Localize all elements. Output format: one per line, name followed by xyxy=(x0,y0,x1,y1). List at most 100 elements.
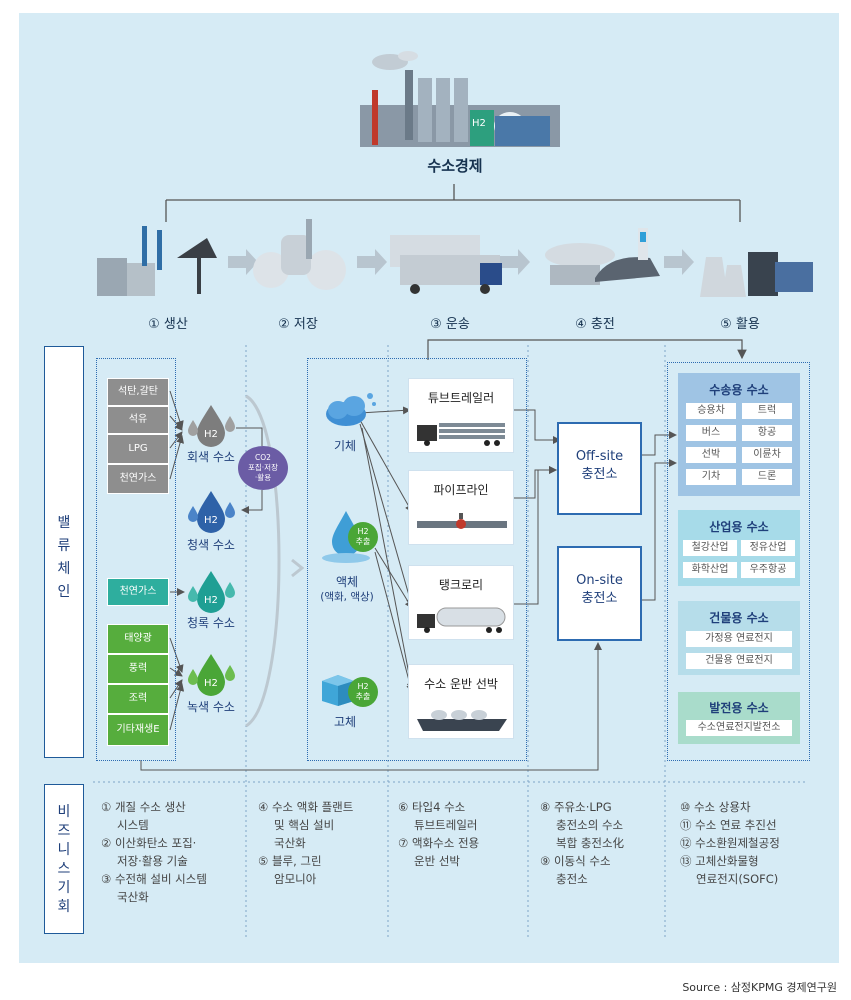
blue-drop-h2-text: H2 xyxy=(204,515,218,526)
tube-trailer-title: 튜브트레일러 xyxy=(427,391,495,405)
biz-item: ⑨ 이동식 수소 xyxy=(540,854,611,868)
use-power-title: 발전용 수소 xyxy=(709,701,769,715)
tank-lorry-icon xyxy=(417,607,506,633)
biz-item: 시스템 xyxy=(117,818,149,832)
state-liquid-sub-label: (액화, 액상) xyxy=(320,591,374,603)
transport-tank-lorry: 탱크로리 xyxy=(408,565,514,640)
source-natural-gas-gray: 천연가스 xyxy=(107,464,169,494)
liquid-extract-badge: H2 추출 xyxy=(348,522,378,552)
biz-item: ⑦ 액화수소 전용 xyxy=(398,836,480,850)
use-group-transport: 수송용 수소 승용차 트럭 버스 항공 선박 이륜차 기차 드론 xyxy=(678,373,800,496)
stage-label-storage: ② 저장 xyxy=(278,317,318,332)
biz-item: ⑩ 수소 상용차 xyxy=(680,800,751,814)
transport-illustration xyxy=(390,235,502,294)
state-liquid-label: 액체 xyxy=(335,575,359,589)
stage-label-production: ① 생산 xyxy=(148,317,188,332)
business-col-charging: ⑧ 주유소·LPG 충전소의 수소 복합 충전소化 ⑨ 이동식 수소 충전소 xyxy=(540,798,664,888)
co2-badge-line2: 포집·저장 xyxy=(248,463,278,472)
business-label-text: 비즈니스기회 xyxy=(57,804,71,915)
biz-item: ① 개질 수소 생산 xyxy=(101,800,186,814)
stage-label-charging: ④ 충전 xyxy=(575,317,615,332)
use-building-title: 건물용 수소 xyxy=(709,611,769,625)
production-source-box xyxy=(96,358,176,761)
biz-item: ⑥ 타입4 수소 xyxy=(398,800,466,814)
biz-item: ⑤ 블루, 그린 xyxy=(258,854,322,868)
source-note: Source : 삼정KPMG 경제연구원 xyxy=(682,981,837,994)
on-site-station: On-site 충전소 xyxy=(557,546,642,641)
co2-capture-badge: CO2 포집·저장 ·활용 xyxy=(238,446,288,490)
tube-trailer-icon xyxy=(417,423,505,446)
biz-item: ⑪ 수소 연료 추진선 xyxy=(680,818,777,832)
on-site-line2: 충전소 xyxy=(581,591,618,606)
use-industry-title: 산업용 수소 xyxy=(709,520,769,534)
stage-label-usage: ⑤ 활용 xyxy=(720,317,760,332)
ship-title: 수소 운반 선박 xyxy=(424,677,498,691)
use-group-industry: 산업용 수소 철강산업 정유산업 화학산업 우주항공 xyxy=(678,510,800,586)
usage-illustration xyxy=(700,252,813,297)
blue-hydrogen-label: 청색 수소 xyxy=(187,538,235,552)
top-title: 수소경제 xyxy=(427,157,483,175)
turquoise-hydrogen-label: 청록 수소 xyxy=(187,616,235,630)
source-other-renewable: 기타재생E xyxy=(107,714,169,746)
solid-badge-h2: H2 xyxy=(357,682,369,691)
biz-item: 복합 충전소化 xyxy=(556,836,625,850)
use-chip-refining: 정유산업 xyxy=(741,540,795,556)
value-chain-label-text: 밸류체인 xyxy=(57,515,71,600)
use-group-building: 건물용 수소 가정용 연료전지 건물용 연료전지 xyxy=(678,601,800,675)
use-chip-motorcycle: 이륜차 xyxy=(742,447,792,463)
off-site-station: Off-site 충전소 xyxy=(557,422,642,515)
use-chip-vessel: 선박 xyxy=(686,447,736,463)
gray-hydrogen-label: 회색 수소 xyxy=(187,450,235,464)
production-illustration xyxy=(97,226,217,296)
source-wind: 풍력 xyxy=(107,654,169,684)
hydrogen-factory-illustration: H2 xyxy=(360,51,560,147)
transport-dashed-box xyxy=(307,358,527,761)
transport-hydrogen-ship: 수소 운반 선박 xyxy=(408,664,514,739)
business-col-usage: ⑩ 수소 상용차 ⑪ 수소 연료 추진선 ⑫ 수소환원제철공정 ⑬ 고체산화물형… xyxy=(680,798,820,888)
tank-lorry-title: 탱크로리 xyxy=(438,578,484,592)
biz-item: 충전소의 수소 xyxy=(556,818,624,832)
use-chip-building-fuel-cell: 건물용 연료전지 xyxy=(686,653,792,669)
value-chain-row-label: 밸류체인 xyxy=(44,346,84,758)
gas-cloud-icon xyxy=(326,393,376,426)
biz-item: 튜브트레일러 xyxy=(414,818,478,832)
use-chip-truck: 트럭 xyxy=(742,403,792,419)
source-tidal: 조력 xyxy=(107,684,169,714)
biz-item: ⑬ 고체산화물형 xyxy=(680,854,759,868)
biz-item: ③ 수전해 설비 시스템 xyxy=(101,872,207,886)
use-chip-train: 기차 xyxy=(686,469,736,485)
solid-extract-badge: H2 추출 xyxy=(348,677,378,707)
use-chip-chemical: 화학산업 xyxy=(683,562,737,578)
biz-item: 저장·활용 기술 xyxy=(117,854,188,868)
hydrogen-ship-icon xyxy=(417,710,507,731)
source-solar: 태양광 xyxy=(107,624,169,654)
use-chip-drone: 드론 xyxy=(742,469,792,485)
business-col-storage: ④ 수소 액화 플랜트 및 핵심 설비 국산화 ⑤ 블루, 그린 암모니아 xyxy=(258,798,386,888)
biz-item: 국산화 xyxy=(274,836,306,850)
business-col-transport: ⑥ 타입4 수소 튜브트레일러 ⑦ 액화수소 전용 운반 선박 xyxy=(398,798,526,870)
on-site-line1: On-site xyxy=(576,573,623,588)
source-lpg: LPG xyxy=(107,434,169,464)
co2-badge-line1: CO2 xyxy=(255,453,271,462)
state-solid-label: 고체 xyxy=(333,715,357,729)
turquoise-drop-h2-text: H2 xyxy=(204,595,218,606)
liquid-badge-h2: H2 xyxy=(357,527,369,536)
business-col-production: ① 개질 수소 생산 시스템 ② 이산화탄소 포집· 저장·활용 기술 ③ 수전… xyxy=(101,798,246,906)
pipeline-title: 파이프라인 xyxy=(433,483,489,497)
uses-dashed-box xyxy=(667,362,810,761)
biz-item: 및 핵심 설비 xyxy=(274,818,335,832)
biz-item: 운반 선박 xyxy=(414,854,460,868)
biz-item: ⑧ 주유소·LPG xyxy=(540,800,612,814)
biz-item: ⑫ 수소환원제철공정 xyxy=(680,836,780,850)
use-group-power: 발전용 수소 수소연료전지발전소 xyxy=(678,692,800,744)
use-chip-bus: 버스 xyxy=(686,425,736,441)
turquoise-hydrogen-drop-icon: H2 xyxy=(188,571,235,613)
use-chip-aviation: 항공 xyxy=(742,425,792,441)
use-chip-steel: 철강산업 xyxy=(683,540,737,556)
green-hydrogen-label: 녹색 수소 xyxy=(187,700,235,714)
co2-badge-line3: ·활용 xyxy=(254,473,272,482)
biz-item: 암모니아 xyxy=(274,872,317,886)
off-site-line1: Off-site xyxy=(575,449,624,464)
blue-hydrogen-drop-icon: H2 xyxy=(188,491,235,533)
